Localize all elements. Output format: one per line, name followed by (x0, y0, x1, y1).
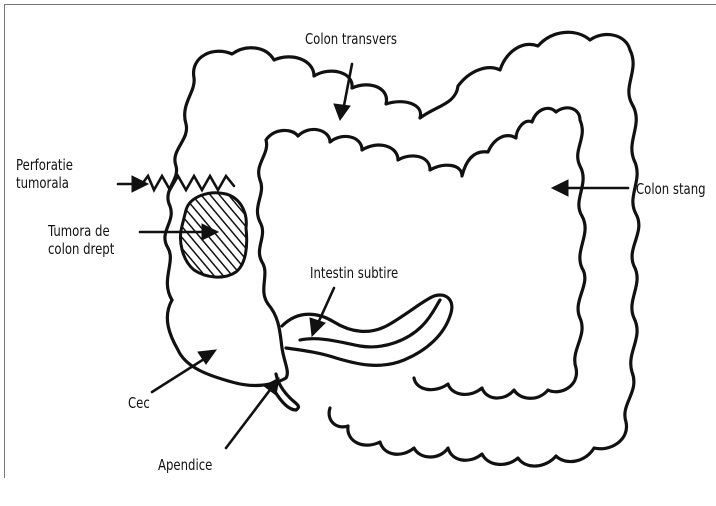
apendice-arrow (226, 382, 276, 448)
colon-transvers-arrowhead (334, 104, 350, 120)
colon-stang-arrowhead (552, 180, 568, 196)
label-tumora-colon-drept: Tumora de colon drept (48, 222, 114, 258)
label-perforatie-tumorala: Perforatie tumorala (16, 156, 73, 192)
label-colon-stang: Colon stang (636, 180, 706, 198)
small-intestine-outline (282, 295, 452, 365)
tumor-hatched (181, 193, 247, 277)
apendice-arrowhead (264, 378, 279, 395)
cecum-outline (167, 300, 287, 385)
label-intestin-subtire: Intestin subtire (310, 264, 398, 282)
label-colon-transvers: Colon transvers (305, 30, 397, 48)
label-cec: Cec (128, 394, 150, 412)
intestin-arrowhead (310, 318, 325, 336)
colon-inner-outline (257, 108, 585, 398)
label-apendice: Apendice (158, 456, 212, 474)
